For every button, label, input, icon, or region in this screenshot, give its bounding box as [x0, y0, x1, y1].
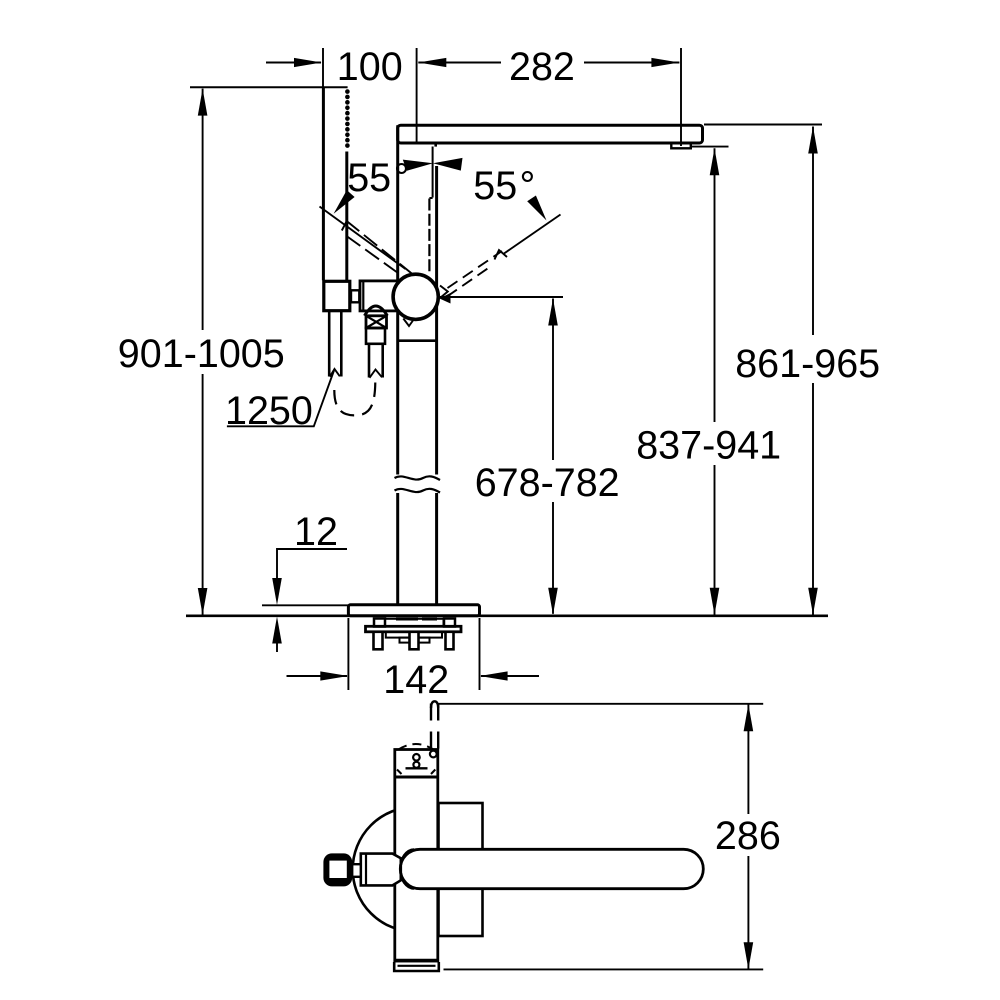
svg-text:55°: 55° — [473, 164, 535, 208]
svg-text:100: 100 — [337, 45, 403, 89]
svg-text:286: 286 — [715, 814, 781, 858]
svg-text:55°: 55° — [347, 156, 409, 200]
svg-text:901-1005: 901-1005 — [118, 332, 285, 376]
svg-text:142: 142 — [383, 658, 449, 702]
svg-text:12: 12 — [294, 510, 338, 554]
svg-text:678-782: 678-782 — [475, 461, 620, 505]
svg-text:837-941: 837-941 — [636, 424, 781, 468]
svg-text:282: 282 — [509, 45, 575, 89]
svg-text:861-965: 861-965 — [735, 342, 880, 386]
